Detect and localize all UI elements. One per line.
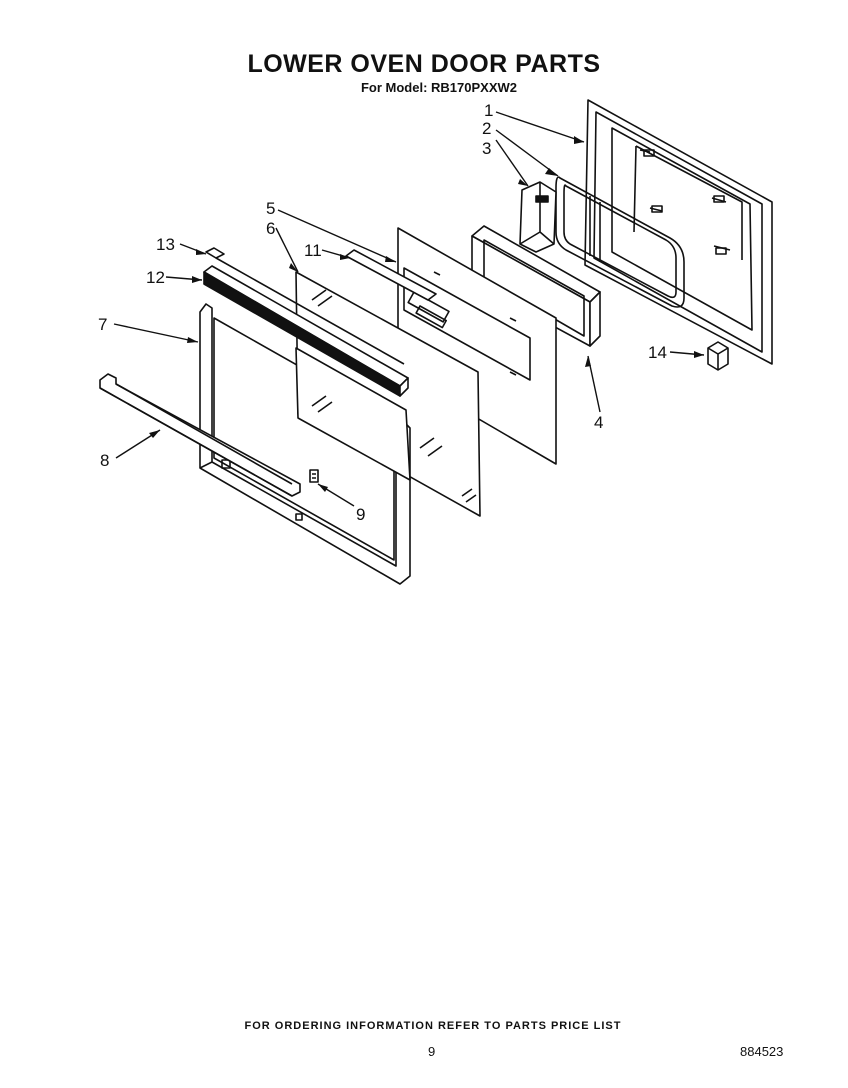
callout-6: 6: [266, 219, 275, 238]
door-bracket: [519, 181, 557, 253]
callout-8: 8: [100, 451, 109, 470]
callout-4: 4: [594, 413, 603, 432]
callout-13: 13: [156, 235, 175, 254]
small-clip: [309, 469, 319, 483]
callout-1: 1: [484, 101, 493, 120]
page-number: 9: [428, 1044, 436, 1059]
callout-2: 2: [482, 119, 491, 138]
callout-labels: 1 2 3 4 5 6 7 8 9 11 12 13 14: [98, 101, 667, 524]
vent-trim: [203, 265, 409, 397]
glass-frame: [397, 227, 557, 465]
callout-12: 12: [146, 268, 165, 287]
model-subtitle: For Model: RB170PXXW2: [360, 80, 518, 95]
page-title: LOWER OVEN DOOR PARTS: [247, 50, 601, 78]
inner-door-panel: [584, 99, 773, 365]
insulation-box: [471, 225, 601, 347]
callout-7: 7: [98, 315, 107, 334]
callout-14: 14: [648, 343, 667, 362]
callout-11: 11: [304, 241, 322, 260]
inner-glass-panel: [295, 347, 411, 481]
vent-strip: [345, 249, 437, 301]
top-clip: [205, 247, 405, 365]
bottom-trim-bar: [99, 373, 301, 497]
small-bumper: [707, 341, 729, 371]
callout-5: 5: [266, 199, 275, 218]
door-gasket: [555, 176, 685, 308]
ordering-note: FOR ORDERING INFORMATION REFER TO PARTS …: [244, 1020, 622, 1032]
leader-arrowheads: [149, 136, 704, 492]
callout-3: 3: [482, 139, 491, 158]
document-number: 884523: [740, 1044, 784, 1059]
callout-9: 9: [356, 505, 365, 524]
